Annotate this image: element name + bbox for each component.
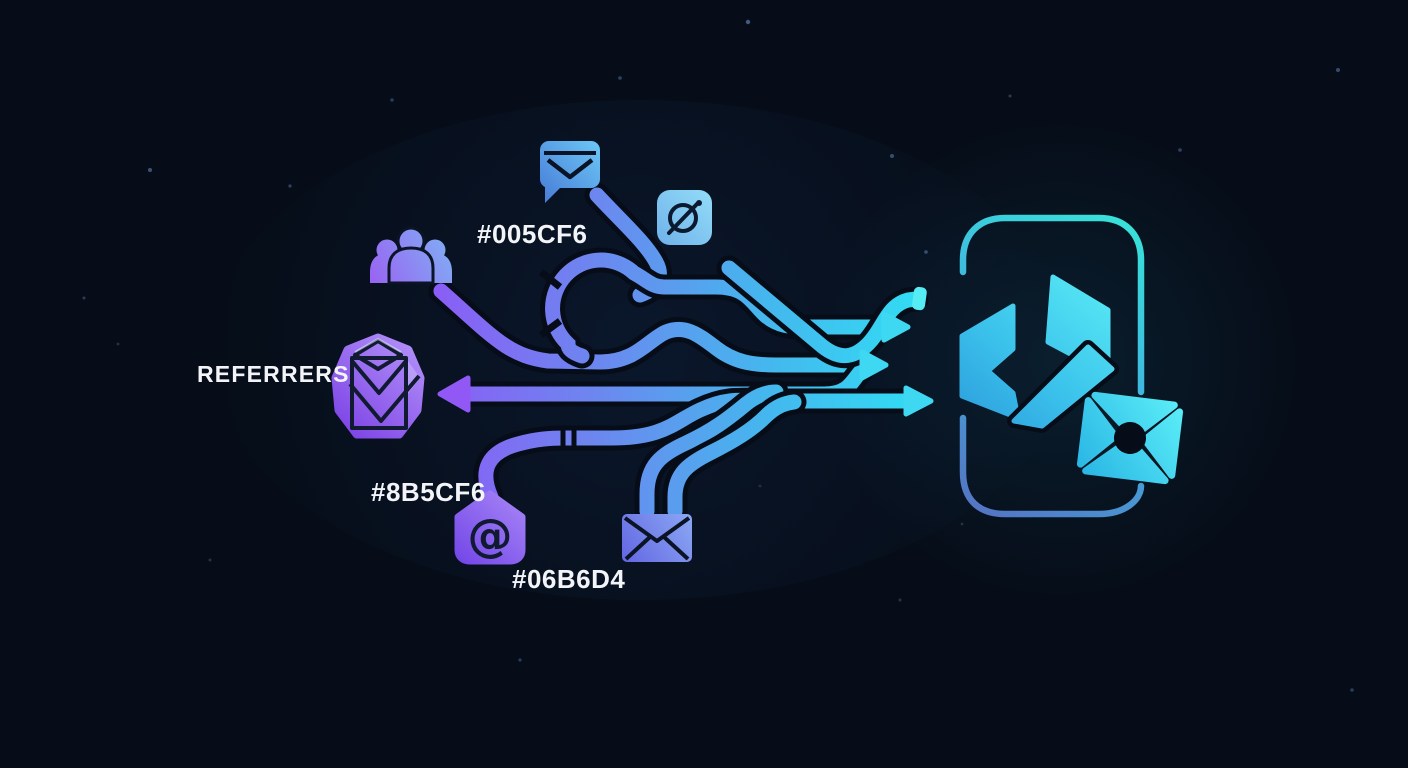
app-frame-icon xyxy=(959,214,1145,518)
star-field xyxy=(82,19,1354,692)
label-referrers: REFERRERS xyxy=(197,361,350,387)
at-sign-icon: @ xyxy=(454,490,526,565)
arrow-right-icon xyxy=(881,311,911,343)
people-group-icon xyxy=(370,226,452,285)
arrow-right-icon xyxy=(903,385,934,417)
envelope-icon xyxy=(622,514,692,562)
arrowheads xyxy=(437,311,934,417)
referrers-gem-icon xyxy=(331,333,425,439)
arrow-left-icon xyxy=(437,375,471,413)
chat-envelope-icon xyxy=(540,141,600,203)
label-hex-bottom: #06B6D4 xyxy=(512,564,626,594)
envelope-seal-icon xyxy=(1076,391,1184,485)
label-hex-top: #005CF6 xyxy=(477,219,588,249)
arrow-right-icon xyxy=(859,349,889,381)
line-end-cap xyxy=(912,286,927,311)
label-hex-mid: #8B5CF6 xyxy=(371,477,486,507)
line-break-ticks xyxy=(538,269,577,449)
svg-text:@: @ xyxy=(468,509,513,562)
connector-lines xyxy=(428,182,929,524)
slashed-circle-app-icon xyxy=(657,190,712,245)
cube-logo-icon xyxy=(959,274,1119,433)
